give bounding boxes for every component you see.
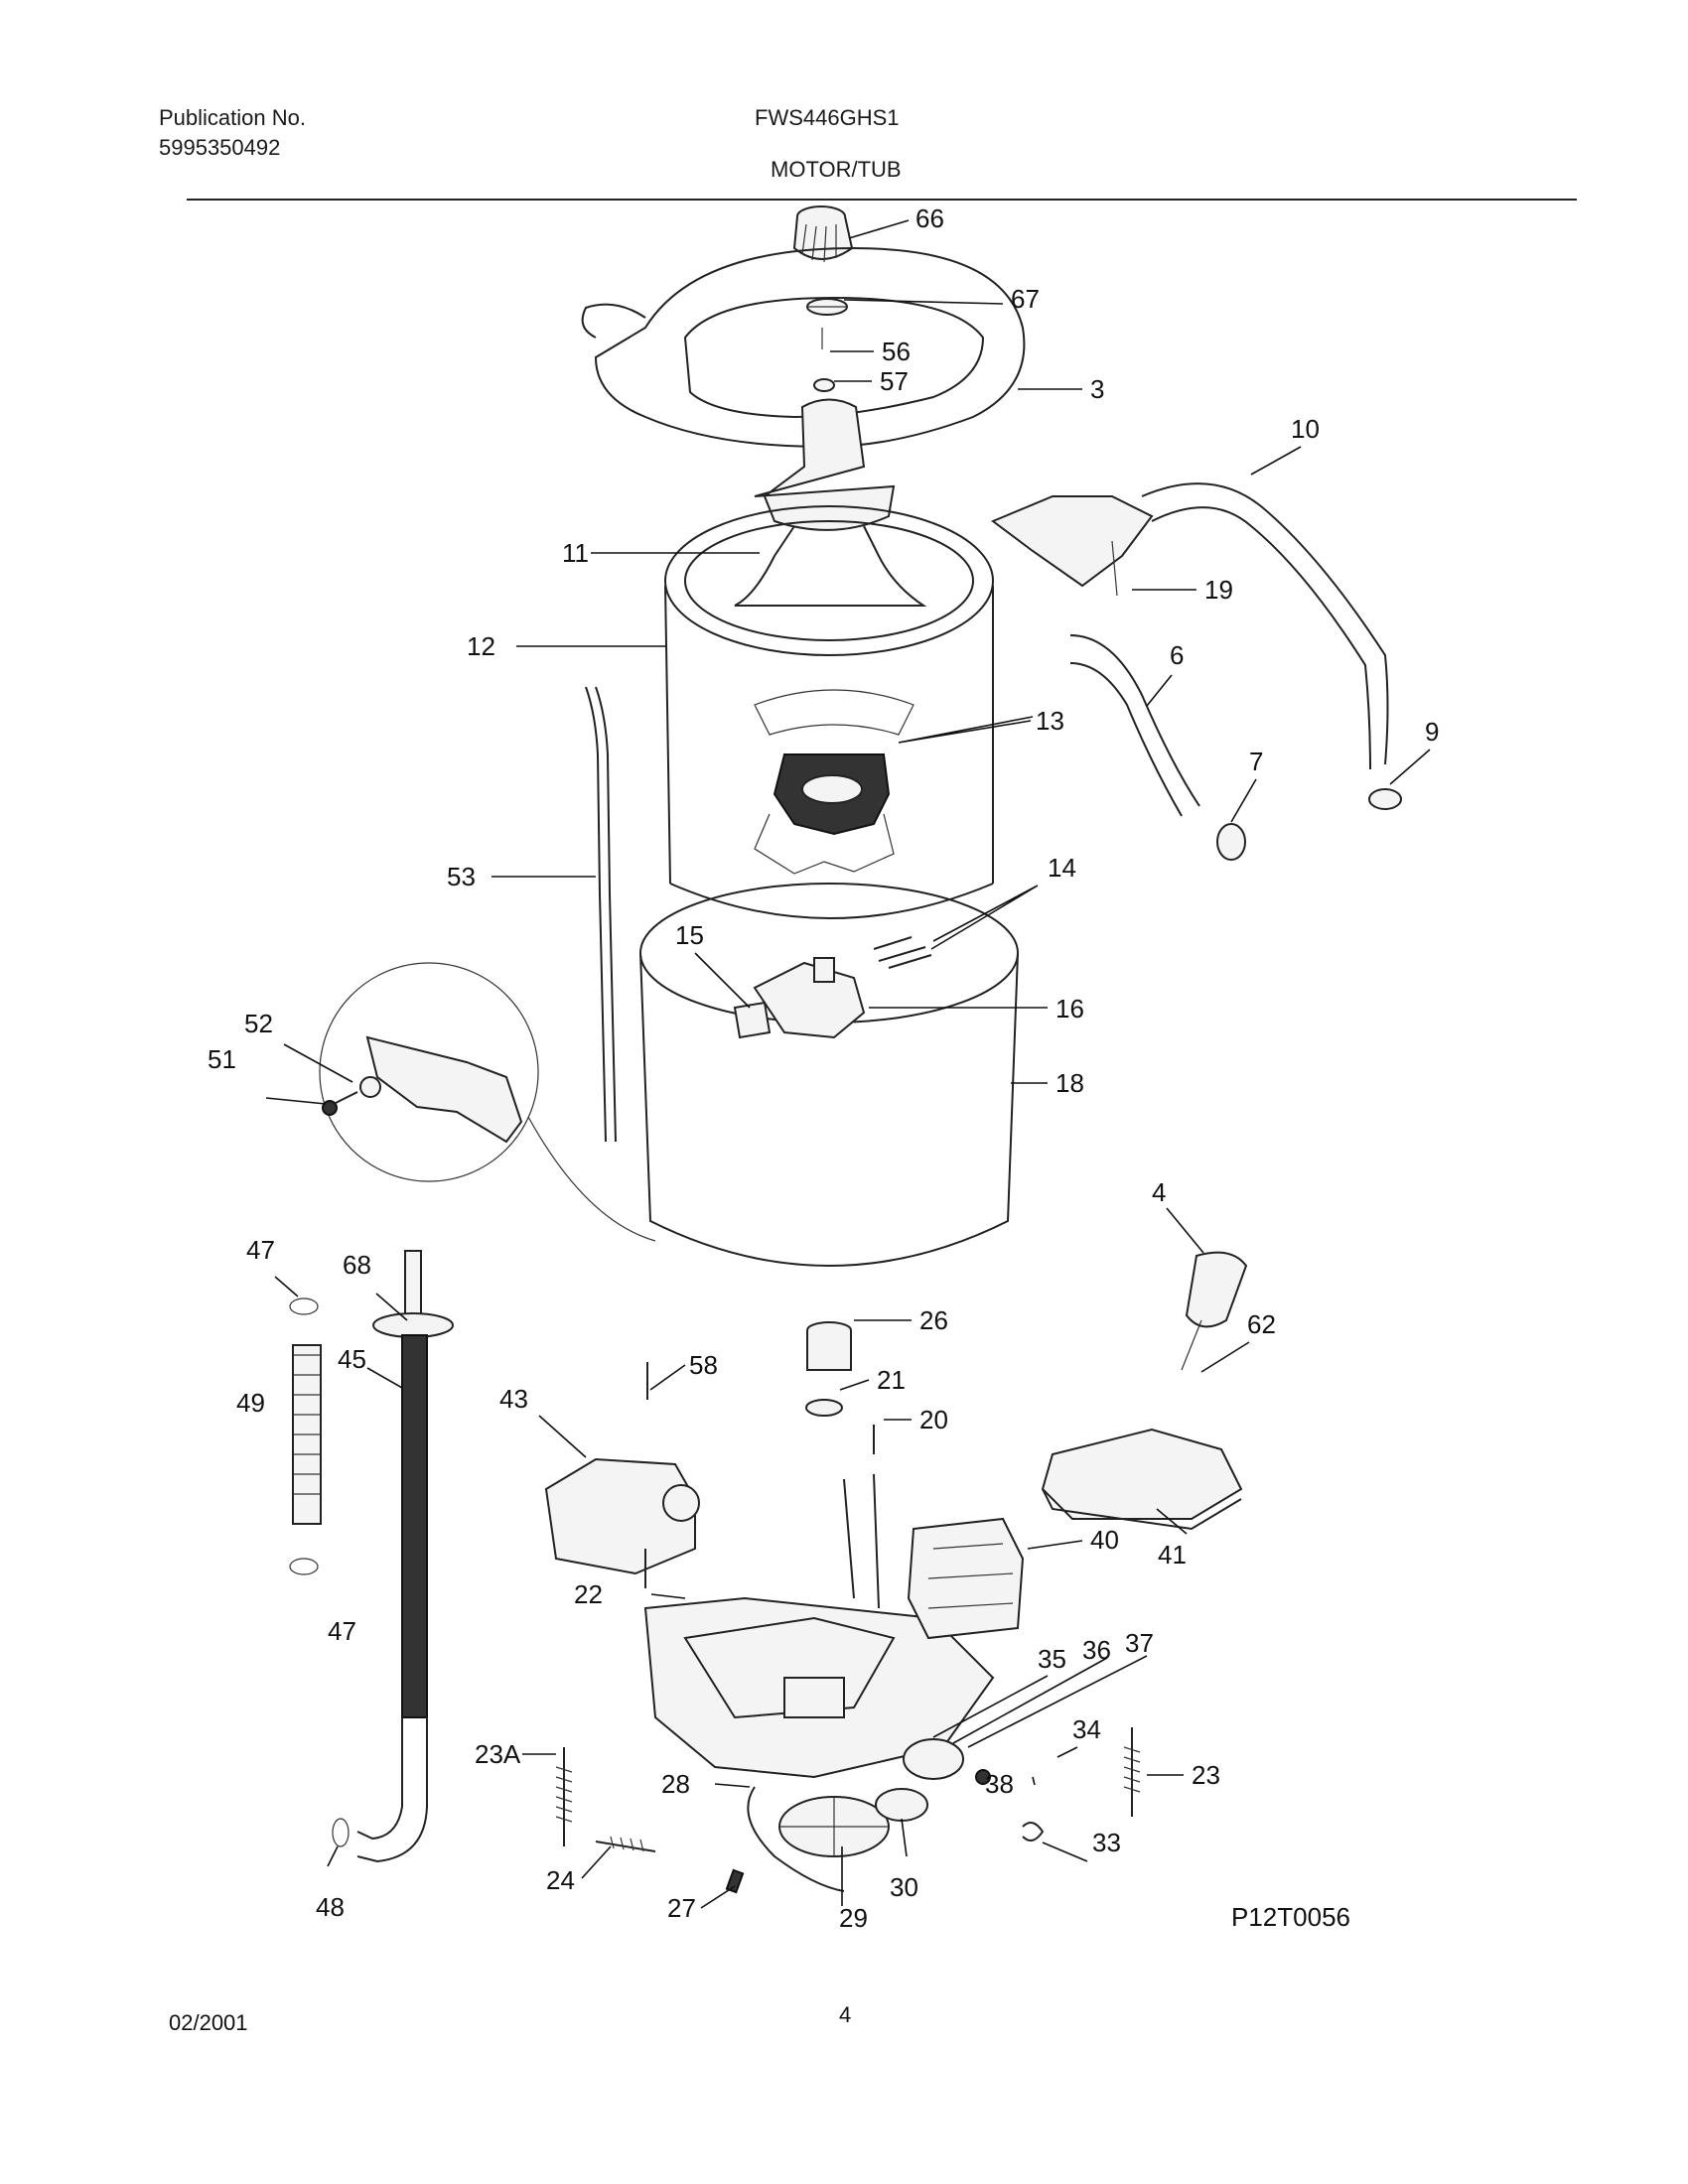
callout-13: 13	[1036, 706, 1064, 736]
valve-43	[544, 1362, 700, 1588]
callout-labels: 66 67 56 57 3 10 19 11 12 13 6 7 9 53 14…	[208, 204, 1439, 1933]
header-rule	[187, 199, 1577, 201]
callout-10: 10	[1291, 414, 1320, 444]
callout-37: 37	[1125, 1628, 1154, 1658]
publication-label: Publication No.	[159, 105, 306, 130]
footer-date: 02/2001	[169, 2010, 248, 2035]
callout-4: 4	[1152, 1177, 1166, 1207]
callout-11: 11	[562, 538, 589, 568]
callout-19: 19	[1204, 575, 1233, 605]
callout-43: 43	[499, 1384, 528, 1414]
capacitor-4	[1181, 1251, 1248, 1371]
callout-29: 29	[839, 1903, 868, 1933]
section-title: MOTOR/TUB	[771, 157, 902, 182]
callout-34: 34	[1072, 1714, 1101, 1744]
inner-basket	[664, 505, 994, 919]
callout-62: 62	[1247, 1309, 1276, 1339]
callout-30: 30	[890, 1872, 918, 1902]
hose-10	[991, 482, 1402, 810]
tub-ring	[581, 246, 1026, 449]
callout-52: 52	[244, 1009, 273, 1038]
tube-53	[585, 686, 617, 1143]
callout-38: 38	[985, 1769, 1014, 1799]
agitator	[734, 398, 927, 607]
drain-hose-45	[356, 1250, 454, 1863]
callout-47-bottom: 47	[328, 1616, 356, 1646]
callout-68: 68	[343, 1250, 371, 1280]
callout-57: 57	[880, 366, 909, 396]
callout-51: 51	[208, 1044, 236, 1074]
hose-6	[1069, 634, 1246, 861]
callout-53: 53	[447, 862, 476, 891]
callout-6: 6	[1170, 640, 1184, 670]
cover-41	[1041, 1428, 1243, 1531]
motor-base	[643, 1473, 995, 1779]
callout-26: 26	[919, 1305, 948, 1335]
callout-40: 40	[1090, 1525, 1119, 1555]
detail-circle	[319, 962, 656, 1242]
callout-48: 48	[316, 1892, 345, 1922]
model-number: FWS446GHS1	[755, 105, 900, 130]
callout-21: 21	[877, 1365, 906, 1395]
pulley-29	[747, 1786, 890, 1892]
callout-18: 18	[1055, 1068, 1084, 1098]
callout-41: 41	[1158, 1540, 1187, 1570]
callout-15: 15	[675, 920, 704, 950]
callout-49: 49	[236, 1388, 265, 1418]
callout-36: 36	[1082, 1635, 1111, 1665]
leader-lines	[265, 219, 1431, 1909]
hose-49	[289, 1297, 350, 1847]
callout-22: 22	[574, 1579, 603, 1609]
clutch-30	[875, 1738, 991, 1822]
callout-24: 24	[546, 1865, 575, 1895]
callout-3: 3	[1090, 374, 1104, 404]
callout-9: 9	[1425, 717, 1439, 747]
callout-47-top: 47	[246, 1235, 275, 1265]
springs	[555, 1727, 1141, 1852]
screws-14	[873, 936, 932, 969]
callout-7: 7	[1249, 747, 1263, 776]
callout-56: 56	[882, 337, 911, 366]
callout-14: 14	[1048, 853, 1076, 883]
page-number: 4	[839, 2002, 851, 2027]
callout-23: 23	[1192, 1760, 1220, 1790]
callout-35: 35	[1038, 1644, 1066, 1674]
pin-27	[725, 1868, 745, 1894]
callout-33: 33	[1092, 1828, 1121, 1857]
publication-number: 5995350492	[159, 135, 281, 160]
callout-45: 45	[338, 1344, 366, 1374]
motor-40	[907, 1517, 1025, 1640]
callout-12: 12	[467, 631, 495, 661]
callout-67: 67	[1011, 284, 1040, 314]
bearing-26	[805, 1321, 875, 1454]
callout-16: 16	[1055, 994, 1084, 1024]
diagram-code: P12T0056	[1231, 1902, 1350, 1932]
callout-28: 28	[661, 1769, 690, 1799]
agitator-cap	[792, 205, 854, 263]
callout-58: 58	[689, 1350, 718, 1380]
callout-27: 27	[667, 1893, 696, 1923]
callout-20: 20	[919, 1405, 948, 1434]
outer-tub	[639, 883, 1019, 1267]
callout-66: 66	[915, 204, 944, 233]
callout-23A: 23A	[475, 1739, 521, 1769]
